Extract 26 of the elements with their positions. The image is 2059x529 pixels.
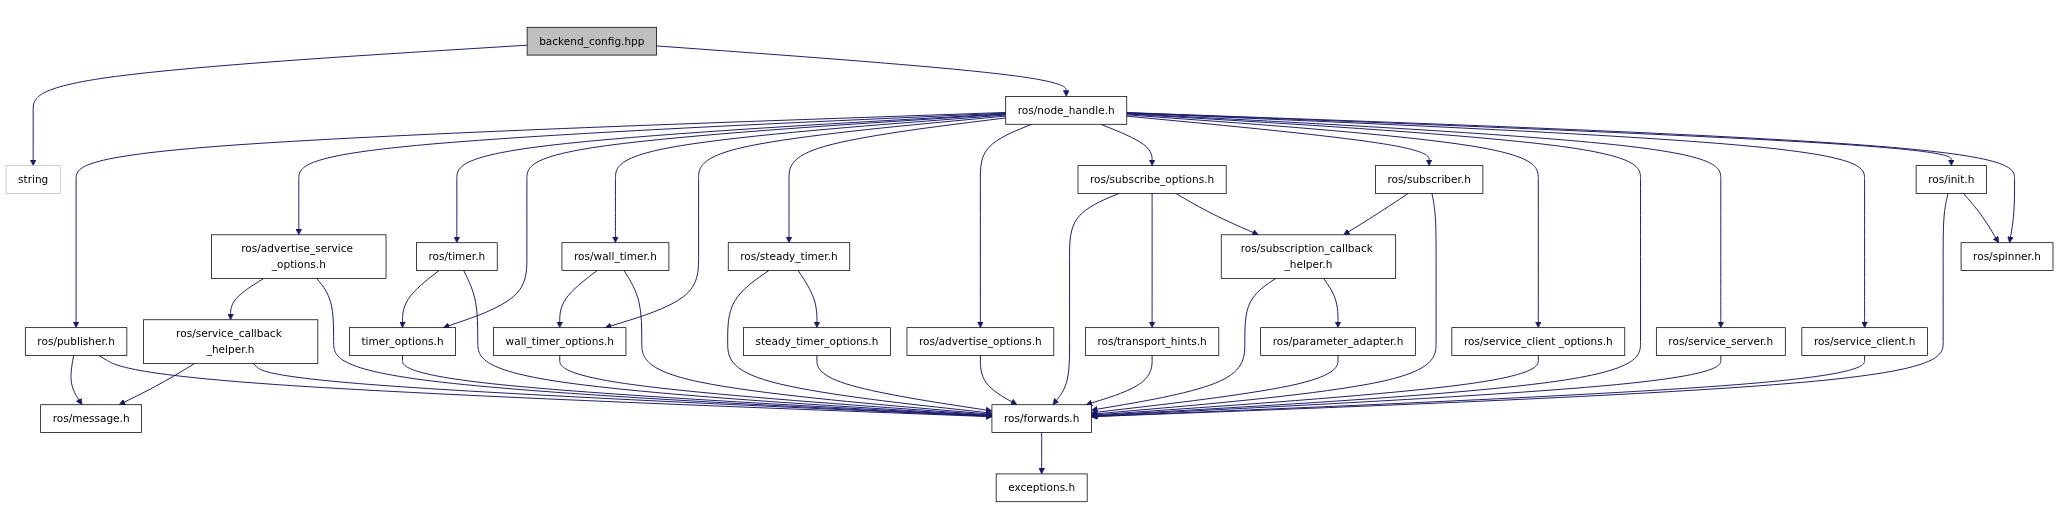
node-box: ros/transport_hints.h <box>1085 327 1220 356</box>
node-box: ros/subscribe_options.h <box>1077 165 1227 194</box>
node-box: ros/forwards.h <box>991 404 1092 433</box>
node-box: ros/service_client.h <box>1801 327 1928 356</box>
node-box: ros/wall_timer.h <box>561 242 670 271</box>
node-box: string <box>5 165 61 194</box>
node-box: ros/steady_timer.h <box>727 242 851 271</box>
node-box: timer_options.h <box>349 327 456 356</box>
node-box: ros/parameter_adapter.h <box>1260 327 1416 356</box>
node-box: ros/node_handle.h <box>1005 96 1128 125</box>
node-box: ros/timer.h <box>416 242 498 271</box>
node-box: exceptions.h <box>995 473 1088 503</box>
node-box: ros/subscriber.h <box>1375 165 1484 194</box>
node-box: wall_timer_options.h <box>493 327 627 356</box>
node-box: ros/advertise_options.h <box>906 327 1055 356</box>
node-box: ros/spinner.h <box>1960 242 2054 271</box>
node-box: ros/publisher.h <box>24 327 128 356</box>
node-box: ros/service_client _options.h <box>1451 327 1626 356</box>
node-box: ros/service_callback _helper.h <box>143 319 319 364</box>
node-box: ros/subscription_callback _helper.h <box>1220 234 1397 279</box>
node-box: ros/init.h <box>1915 165 1987 194</box>
node-box: steady_timer_options.h <box>743 327 891 356</box>
node-box: ros/service_server.h <box>1655 327 1786 356</box>
node-box: ros/message.h <box>40 404 142 433</box>
node-box: backend_config.hpp <box>526 26 657 56</box>
node-box: ros/advertise_service _options.h <box>211 234 387 279</box>
